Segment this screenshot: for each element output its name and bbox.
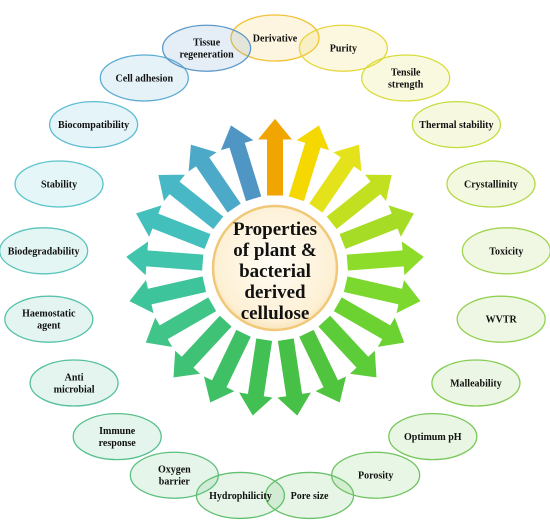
property-label: regeneration <box>179 50 234 61</box>
arrow-13 <box>202 328 253 404</box>
property-bubble-shape <box>264 471 355 520</box>
property-bubble-shape <box>99 54 189 102</box>
property-bubble-19: Biocompatibility <box>48 100 139 149</box>
property-bubble-18: Stability <box>14 160 104 208</box>
arrow-ring <box>124 117 426 418</box>
property-label: strength <box>388 79 424 90</box>
arrow-7 <box>342 275 423 315</box>
arrow-9 <box>317 314 378 379</box>
property-bubble-shape <box>411 100 502 149</box>
property-label: Hydrophilicity <box>209 491 272 502</box>
property-bubble-8: Malleability <box>431 359 521 407</box>
center-line-1: Properties <box>233 219 317 240</box>
arrow-21 <box>219 123 263 203</box>
property-label: response <box>99 438 137 449</box>
property-label: Tensile <box>391 67 421 78</box>
property-bubble-shape <box>388 412 478 461</box>
property-bubble-7: WVTR <box>456 295 546 343</box>
arrow-1 <box>255 117 295 197</box>
property-bubble-2: Purity <box>298 24 389 72</box>
property-bubble-5: Crystallinity <box>446 160 536 208</box>
property-label: WVTR <box>486 315 518 326</box>
property-label: Optimum pH <box>404 432 462 443</box>
property-label: Oxygen <box>158 465 191 476</box>
property-bubble-17: Biodegradability <box>0 227 89 275</box>
arrow-3 <box>307 143 363 214</box>
arrow-6 <box>345 239 426 278</box>
property-bubble-shape <box>48 100 139 149</box>
property-bubble-shape <box>72 412 162 461</box>
property-label: Cell adhesion <box>116 73 174 84</box>
property-label: Porosity <box>358 471 393 482</box>
property-bubble-shape <box>129 451 219 499</box>
property-bubble-shape <box>161 24 252 72</box>
property-label: Purity <box>330 44 357 55</box>
arrow-10 <box>297 328 348 404</box>
arrow-8 <box>332 295 406 349</box>
arrow-5 <box>338 203 416 251</box>
property-bubble-20: Cell adhesion <box>99 54 189 102</box>
property-bubble-11: Pore size <box>264 471 355 520</box>
property-label: Derivative <box>253 34 298 45</box>
property-bubble-4: Thermal stability <box>411 100 502 149</box>
arrow-18 <box>134 203 212 251</box>
arrow-14 <box>172 314 233 379</box>
property-label: Anti <box>65 373 84 384</box>
center-line-2: of plant & <box>233 240 316 261</box>
arrow-17 <box>124 239 205 278</box>
property-bubble-shape <box>29 359 119 407</box>
property-label: agent <box>37 321 61 332</box>
property-bubble-shape <box>446 160 536 208</box>
arrow-2 <box>287 123 331 203</box>
property-label: Malleability <box>450 379 502 390</box>
arrow-4 <box>325 173 393 231</box>
property-label: Pore size <box>291 491 329 502</box>
property-label: Biodegradability <box>8 246 80 257</box>
center-circle <box>211 204 339 332</box>
arrow-16 <box>127 275 208 315</box>
property-label: Thermal stability <box>419 120 493 131</box>
property-label: Haemostatic <box>22 309 76 320</box>
property-label: Stability <box>41 179 77 190</box>
property-bubble-6: Toxicity <box>461 227 550 275</box>
center-line-3: bacterial <box>239 261 311 282</box>
property-label: Crystallinity <box>464 179 518 190</box>
property-label: Immune <box>99 426 136 437</box>
property-bubble-shape <box>230 14 320 62</box>
property-label: microbial <box>54 385 95 396</box>
property-bubble-shape <box>456 295 546 343</box>
property-bubble-shape <box>14 160 104 208</box>
arrow-19 <box>157 173 225 231</box>
center-line-5: cellulose <box>241 303 310 324</box>
property-label: barrier <box>159 477 191 488</box>
property-bubble-9: Optimum pH <box>388 412 478 461</box>
property-bubble-shape <box>4 295 94 343</box>
property-bubble-shape <box>431 359 521 407</box>
property-label: Tissue <box>193 38 221 49</box>
property-bubble-shape <box>298 24 389 72</box>
property-bubble-shape <box>0 227 89 275</box>
property-bubble-shape <box>461 227 550 275</box>
arrow-12 <box>237 337 275 418</box>
property-bubble-1: Derivative <box>230 14 320 62</box>
arrow-11 <box>275 337 313 418</box>
property-bubble-shape <box>361 54 451 102</box>
arrow-20 <box>187 143 243 214</box>
center-node: Properties of plant & bacterial derived … <box>211 204 339 332</box>
property-label: Toxicity <box>489 246 523 257</box>
property-label: Biocompatibility <box>58 120 129 131</box>
arrow-15 <box>144 295 218 349</box>
center-line-4: derived <box>244 282 306 303</box>
